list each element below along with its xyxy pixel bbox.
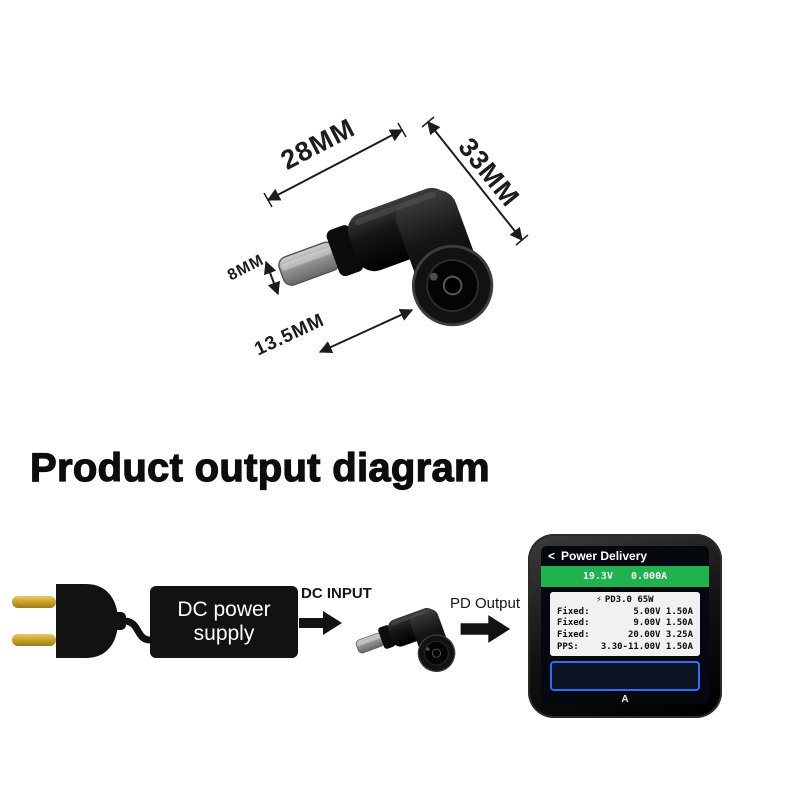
pd-output-label: PD Output <box>450 595 521 612</box>
cable-strain-relief <box>112 612 126 630</box>
eu-power-plug <box>12 584 162 658</box>
arrow-right-icon <box>299 611 342 635</box>
live-voltage: 19.3V <box>582 571 613 582</box>
meter-screen: < Power Delivery 19.3V 0.000A ⚡ PD3.0 65… <box>541 546 709 704</box>
plug-pin-bottom <box>12 634 56 646</box>
live-current: 0.000A <box>630 571 668 582</box>
dimension-label-width: 28MM <box>276 112 360 175</box>
pdo-value: 3.30-11.00V 1.50A <box>600 641 693 652</box>
pdo-row: Fixed: 9.00V 1.50A <box>557 618 693 630</box>
pd-header-row: ⚡ PD3.0 65W <box>557 595 693 607</box>
dc-power-supply-box: DC power supply <box>150 586 298 658</box>
supply-label-line1: DC power <box>177 597 271 621</box>
dimension-line-length <box>427 120 523 242</box>
pdo-type: Fixed: <box>557 618 590 629</box>
pd-capabilities-panel: ⚡ PD3.0 65W Fixed: 5.00V 1.50A Fixed: 9.… <box>550 592 700 657</box>
dimension-line-width <box>266 129 404 201</box>
dimension-label-jack: 13.5MM <box>251 310 328 361</box>
arrow-right-icon <box>460 615 511 643</box>
usb-power-meter: < Power Delivery 19.3V 0.000A ⚡ PD3.0 65… <box>528 534 722 718</box>
dimension-tick <box>515 234 529 246</box>
pdo-value: 5.00V 1.50A <box>633 606 693 617</box>
dimension-label-length: 33MM <box>452 132 525 212</box>
dimension-tick <box>421 116 435 128</box>
selection-box <box>550 661 700 692</box>
dc-input-label: DC INPUT <box>301 585 372 602</box>
live-reading-row: 19.3V 0.000A <box>541 566 709 587</box>
supply-label-line2: supply <box>193 622 255 645</box>
flash-icon: ⚡ <box>596 595 602 605</box>
pdo-row: Fixed: 20.00V 3.25A <box>557 630 693 642</box>
dimension-line-plug <box>264 260 280 296</box>
adapter-figure: 28MM 33MM 8MM 13.5MM <box>225 112 529 361</box>
pdo-value: 20.00V 3.25A <box>627 630 693 641</box>
dimension-label-plug: 8MM <box>225 252 267 285</box>
pd-version-wattage: PD3.0 65W <box>604 595 654 605</box>
plug-body <box>56 584 118 658</box>
pdo-row: Fixed: 5.00V 1.50A <box>557 607 693 619</box>
pdo-type: Fixed: <box>557 606 590 617</box>
pdo-value: 9.00V 1.50A <box>633 618 693 629</box>
adapter-product-photo <box>270 176 505 341</box>
dimension-tick <box>263 192 273 208</box>
meter-header: < Power Delivery <box>541 546 709 566</box>
back-chevron-icon: < <box>548 549 556 563</box>
section-heading: Product output diagram <box>29 445 490 490</box>
dimension-tick <box>397 122 407 138</box>
meter-title: Power Delivery <box>561 549 648 563</box>
plug-pin-top <box>12 596 56 608</box>
dimension-line-jack <box>318 308 414 354</box>
pdo-row: PPS: 3.30-11.00V 1.50A <box>557 642 693 654</box>
amp-unit-label: A <box>621 694 629 704</box>
pdo-type: Fixed: <box>557 630 590 641</box>
pdo-type: PPS: <box>557 641 579 652</box>
